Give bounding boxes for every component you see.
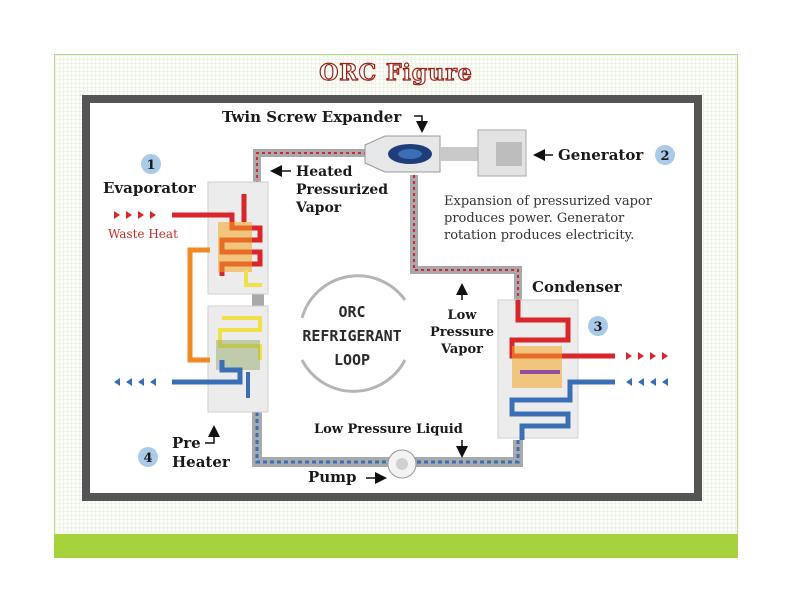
evaporator xyxy=(172,181,269,295)
condenser xyxy=(497,299,615,440)
twin-screw-expander-label: Twin Screw Expander xyxy=(222,108,402,126)
waste-heat-arrows xyxy=(114,211,156,219)
expander-arrow xyxy=(414,115,428,133)
pre-heater-label-line2: Heater xyxy=(172,453,231,471)
generator-label: Generator xyxy=(558,146,644,164)
coolant-out-arrows xyxy=(114,378,156,386)
svg-text:4: 4 xyxy=(143,451,152,466)
generator xyxy=(440,129,527,177)
badge-4: 4 xyxy=(138,447,158,467)
badge-3: 3 xyxy=(588,316,608,336)
expansion-note-line1: Expansion of pressurized vapor xyxy=(444,194,653,209)
pre-heater xyxy=(172,305,269,413)
low-pressure-vapor-line3: Vapor xyxy=(440,342,483,357)
svg-text:2: 2 xyxy=(660,149,669,164)
expansion-note-line2: produces power. Generator xyxy=(444,211,625,226)
heated-label-line3: Vapor xyxy=(295,200,342,216)
liquid-pipe xyxy=(252,410,523,467)
heated-label-line1: Heated xyxy=(296,164,353,180)
svg-text:ORC: ORC xyxy=(338,303,365,321)
low-pressure-vapor-line1: Low xyxy=(447,308,477,323)
loop-circle xyxy=(300,274,407,393)
svg-text:REFRIGERANT: REFRIGERANT xyxy=(302,327,401,345)
condenser-label: Condenser xyxy=(532,278,623,296)
pump xyxy=(387,449,417,479)
vapor-pipe xyxy=(253,149,375,190)
badge-2: 2 xyxy=(655,145,675,165)
low-pressure-liquid-label: Low Pressure Liquid xyxy=(314,422,463,437)
slide-title: ORC Figure xyxy=(319,59,473,86)
heated-label-line2: Pressurized xyxy=(296,182,388,198)
evaporator-label: Evaporator xyxy=(103,179,197,197)
low-pressure-vapor-line2: Pressure xyxy=(430,325,494,340)
condenser-cool-in-arrows xyxy=(626,378,668,386)
warm-stream xyxy=(187,247,210,363)
svg-text:1: 1 xyxy=(146,158,155,173)
pump-label: Pump xyxy=(308,468,357,486)
svg-text:LOOP: LOOP xyxy=(334,351,370,369)
condenser-hot-out-arrows xyxy=(626,352,668,360)
expansion-note-line3: rotation produces electricity. xyxy=(444,228,634,243)
badge-1: 1 xyxy=(141,154,161,174)
accent-bar xyxy=(54,534,738,558)
connector-pipe xyxy=(252,293,264,307)
loop-text: ORC REFRIGERANT LOOP xyxy=(302,303,401,369)
low-pressure-vapor-pipe xyxy=(410,175,522,300)
pre-heater-label-line1: Pre xyxy=(172,434,201,452)
waste-heat-label: Waste Heat xyxy=(108,227,178,241)
pre-heater-arrow xyxy=(205,425,220,444)
svg-text:3: 3 xyxy=(593,320,602,335)
twin-screw-expander xyxy=(364,135,441,173)
